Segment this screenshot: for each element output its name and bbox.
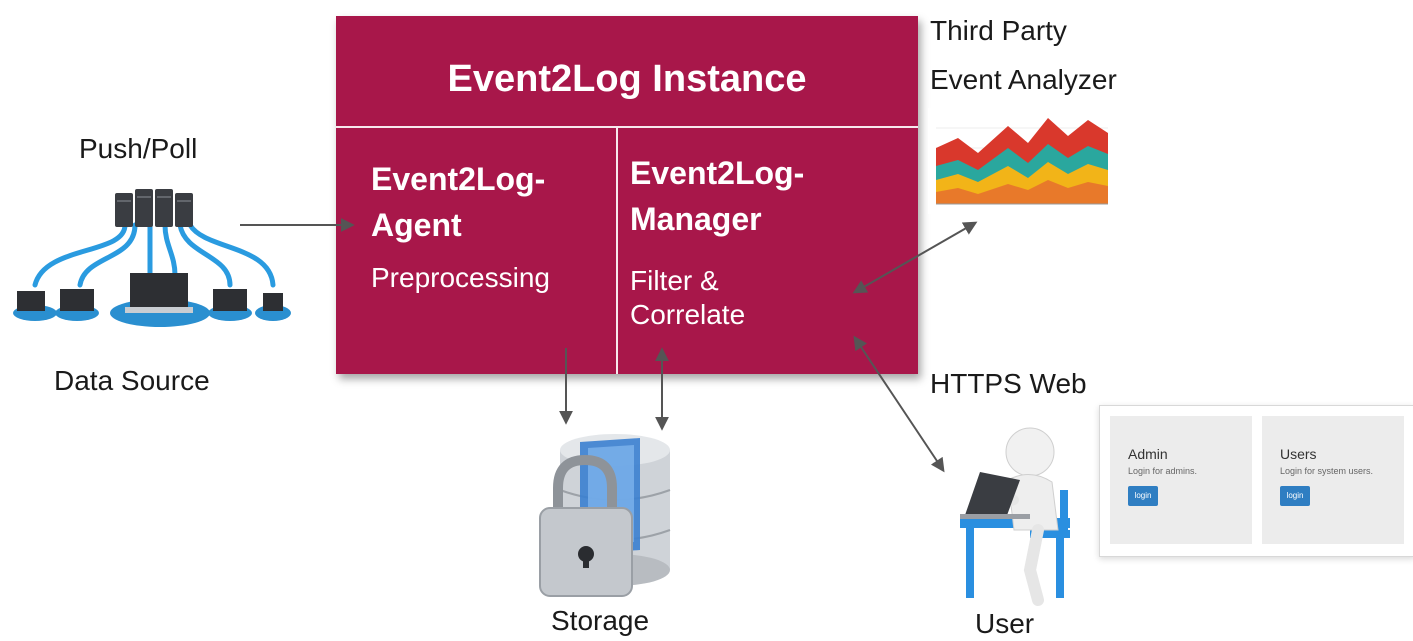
user-at-computer-icon: [960, 427, 1070, 606]
users-card-desc: Login for system users.: [1280, 466, 1374, 476]
event2log-instance-box: Event2Log Instance Event2Log- Agent Prep…: [336, 16, 918, 374]
users-card: Users Login for system users. login: [1262, 416, 1404, 544]
https-web-label: HTTPS Web: [930, 368, 1087, 399]
instance-divider-vertical: [616, 128, 618, 374]
admin-card: Admin Login for admins. login: [1110, 416, 1252, 544]
third-party-label-line1: Third Party: [930, 15, 1067, 46]
manager-user-arrow: [853, 335, 945, 473]
storage-label: Storage: [551, 605, 650, 636]
data-source-label: Data Source: [54, 365, 210, 396]
admin-login-button[interactable]: login: [1128, 486, 1158, 506]
login-panel: Admin Login for admins. login Users Logi…: [1099, 405, 1413, 557]
secure-database-icon: [539, 434, 671, 597]
network-computers-icon: [13, 189, 291, 327]
users-login-button[interactable]: login: [1280, 486, 1310, 506]
third-party-label-line2: Event Analyzer: [930, 64, 1117, 95]
admin-card-desc: Login for admins.: [1128, 466, 1198, 476]
manager-analyzer-arrow: [852, 221, 978, 294]
manager-subtitle: Filter & Correlate: [630, 264, 745, 332]
manager-subtitle-line1: Filter &: [630, 265, 719, 296]
instance-divider-horizontal: [336, 126, 918, 128]
instance-title: Event2Log Instance: [447, 58, 807, 100]
agent-title: Event2Log- Agent: [371, 156, 545, 248]
manager-subtitle-line2: Correlate: [630, 299, 746, 330]
users-card-title: Users: [1280, 446, 1317, 462]
area-chart-icon: [928, 108, 1114, 214]
manager-title: Event2Log- Manager: [630, 150, 804, 242]
agent-subtitle: Preprocessing: [371, 262, 550, 293]
admin-card-title: Admin: [1128, 446, 1168, 462]
manager-title-line1: Event2Log-: [630, 155, 805, 191]
push-poll-label: Push/Poll: [79, 133, 198, 164]
manager-title-line2: Manager: [630, 201, 762, 237]
agent-title-line2: Agent: [371, 207, 462, 243]
user-label: User: [975, 608, 1035, 639]
agent-title-line1: Event2Log-: [371, 161, 546, 197]
